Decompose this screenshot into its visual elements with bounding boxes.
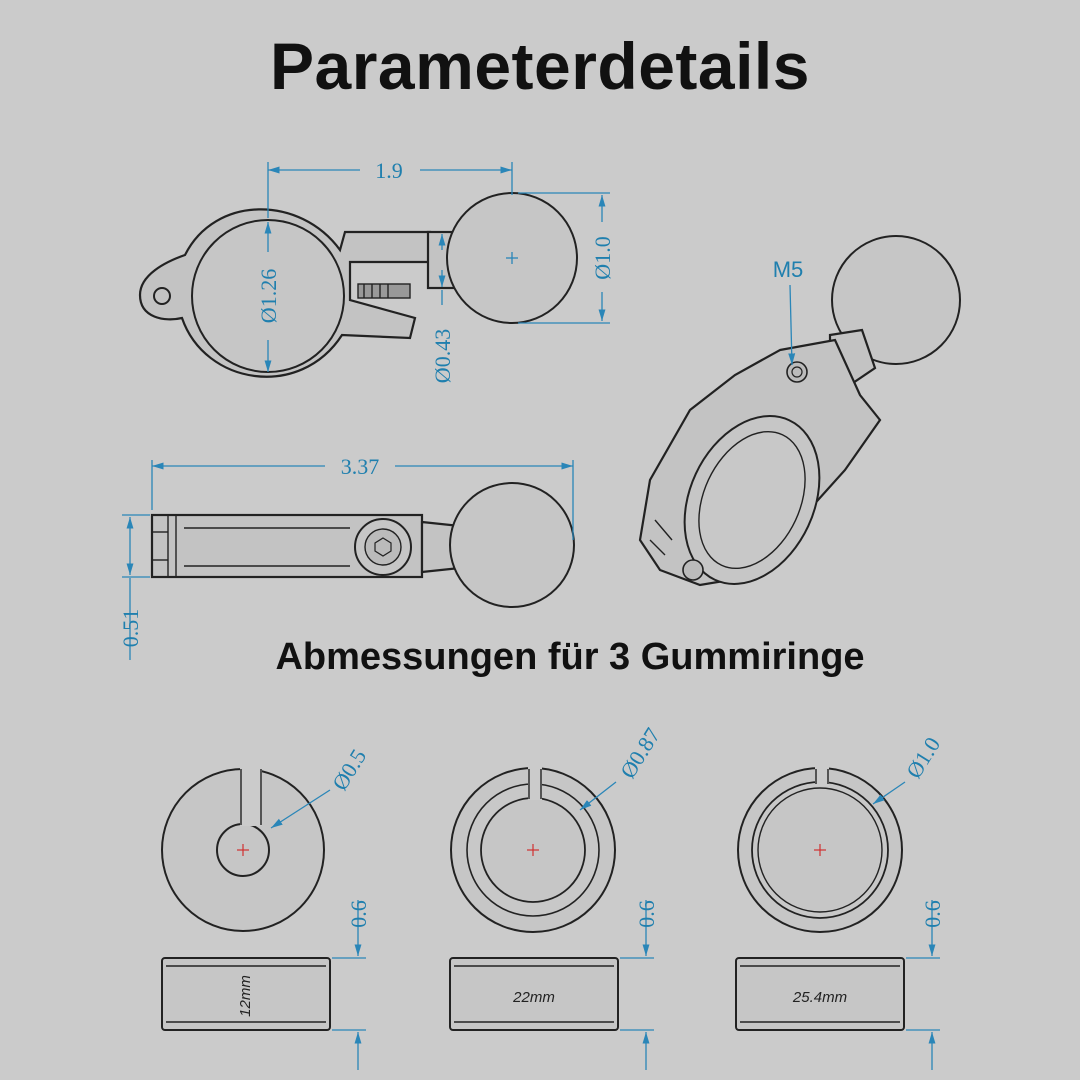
ring-2-size-label: 22mm	[512, 989, 555, 1006]
dim-label-side-height: 0.51	[118, 609, 143, 648]
ring-3-height: 0.6	[920, 900, 945, 928]
ring-2-height: 0.6	[634, 900, 659, 928]
dim-label-screw-thread: M5	[773, 257, 804, 282]
dim-label-clamp-diameter: Ø1.26	[256, 269, 281, 323]
ring-2-side-view: 22mm	[449, 957, 619, 1031]
dimension-top-width: 1.9	[267, 158, 513, 218]
ring-1-side-view: 12mm	[161, 957, 331, 1031]
callout-screw-thread: M5	[773, 257, 804, 366]
ring-1-inner-diameter: Ø0.5	[327, 745, 371, 795]
dim-label-side-length: 3.37	[341, 454, 380, 479]
ring-3-height-dimension: 0.6	[906, 900, 945, 1070]
ring-2-inner-diameter: Ø0.87	[615, 723, 665, 782]
dimension-neck-diameter: Ø0.43	[430, 234, 455, 383]
ring-2-plan-view: Ø0.87	[450, 723, 665, 933]
ring-1-height: 0.6	[346, 900, 371, 928]
ring-1-size-label: 12mm	[237, 975, 254, 1017]
dimension-ball-diameter: Ø1.0	[518, 192, 615, 324]
dim-label-ball-diameter: Ø1.0	[590, 236, 615, 279]
side-view-drawing	[150, 482, 575, 608]
dimension-side-length: 3.37	[151, 454, 574, 540]
ring-3-side-view: 25.4mm	[735, 957, 905, 1031]
section-subtitle: Abmessungen für 3 Gummiringe	[275, 636, 865, 678]
dimension-side-height: 0.51	[118, 514, 150, 660]
page-title: Parameterdetails	[270, 29, 810, 103]
isometric-view-drawing	[638, 235, 961, 587]
ring-3-size-label: 25.4mm	[792, 989, 847, 1006]
dimension-clamp-diameter: Ø1.26	[256, 222, 281, 372]
ring-2-height-dimension: 0.6	[620, 900, 659, 1070]
ring-3-plan-view: Ø1.0	[737, 733, 945, 933]
ring-1-height-dimension: 0.6	[332, 900, 371, 1070]
ring-1-plan-view: Ø0.5	[161, 745, 371, 932]
top-view-drawing	[138, 192, 578, 378]
ring-3-inner-diameter: Ø1.0	[901, 733, 945, 783]
dim-label-neck-diameter: Ø0.43	[430, 329, 455, 383]
dim-label-top-width: 1.9	[375, 158, 403, 183]
